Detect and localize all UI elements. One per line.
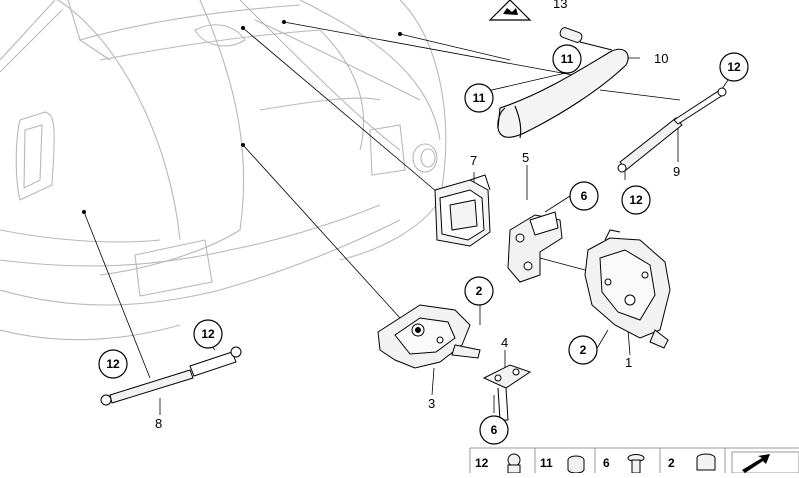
gas-strut-left-part (100, 346, 242, 406)
label-6-right: 6 (581, 189, 588, 203)
leader-dots (82, 20, 402, 214)
label-8: 8 (155, 416, 162, 431)
gas-strut-right-part (617, 87, 727, 173)
label-1: 1 (625, 355, 632, 370)
striker-part (482, 364, 532, 421)
warning-sticker-part (488, 0, 532, 21)
label-12-top-right: 12 (727, 60, 741, 74)
label-5: 5 (522, 150, 529, 165)
label-12-left-lower: 12 (106, 357, 120, 371)
bracket-part (434, 174, 491, 247)
cable-connector-part (559, 27, 613, 51)
label-2-right: 2 (580, 343, 587, 357)
legend-number-11: 11 (540, 456, 553, 470)
hex-nut-icon (696, 453, 716, 471)
label-6-bottom: 6 (491, 423, 498, 437)
label-12-left-upper: 12 (201, 327, 215, 341)
tailgate-handle-part (497, 48, 629, 139)
label-7: 7 (470, 153, 477, 168)
circled-labels (98, 44, 749, 445)
label-3: 3 (428, 396, 435, 411)
label-13: 13 (553, 0, 567, 11)
arrow-icon (731, 451, 799, 474)
label-9: 9 (673, 164, 680, 179)
label-4: 4 (501, 335, 508, 350)
vehicle-rear-outline (0, 0, 447, 341)
label-11-left: 11 (473, 91, 486, 105)
label-12-mid-right: 12 (629, 193, 643, 207)
legend-strip: 12 11 6 2 (469, 447, 799, 474)
label-11-top: 11 (561, 52, 574, 66)
bolt-icon (627, 454, 645, 474)
legend-number-12: 12 (475, 456, 489, 470)
legend-number-6: 6 (603, 456, 610, 470)
latch-part (377, 304, 481, 369)
label-2-mid: 2 (476, 284, 483, 298)
label-10: 10 (654, 51, 668, 66)
ball-stud-icon (507, 453, 521, 474)
nut-icon (567, 455, 585, 474)
lock-mechanism-part (584, 229, 671, 349)
legend-number-2: 2 (668, 456, 675, 470)
leader-lines (83, 21, 729, 415)
hinge-plate-part (507, 211, 563, 283)
